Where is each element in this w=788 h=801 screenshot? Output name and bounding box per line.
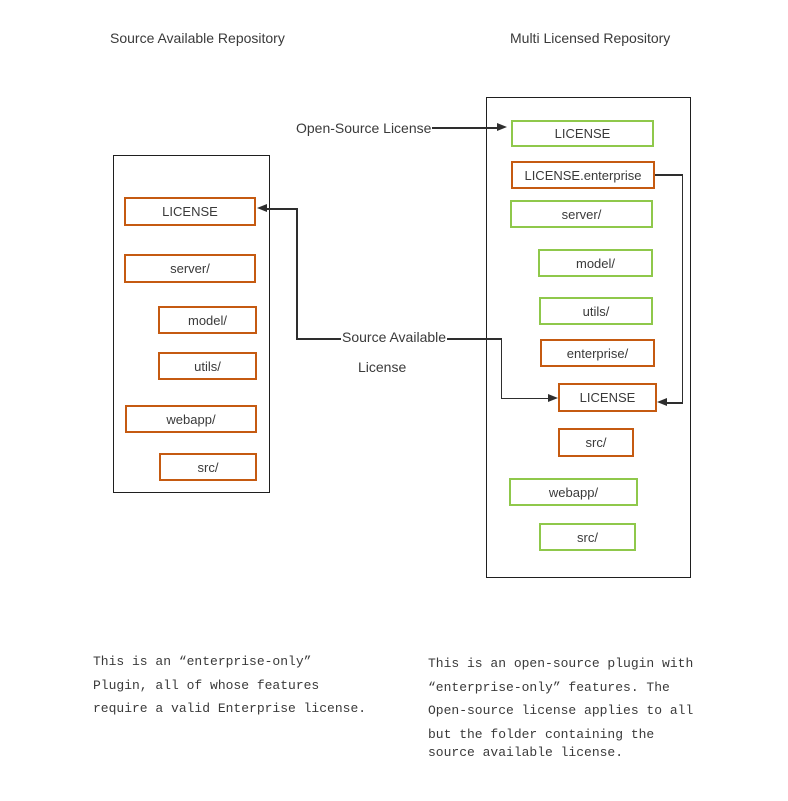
right-repo-title: Multi Licensed Repository [510, 30, 671, 46]
connector-line [296, 208, 298, 339]
folder-box-server: server/ [510, 200, 653, 228]
folder-label: src/ [585, 435, 607, 450]
arrowhead-left-icon [657, 398, 667, 406]
open-source-license-label: Open-Source License [296, 120, 432, 136]
folder-box-utils: utils/ [539, 297, 653, 325]
caption-line: “enterprise-only” features. The [428, 679, 670, 695]
arrowhead-right-icon [497, 123, 507, 131]
connector-line [447, 338, 502, 340]
folder-box-webapp: webapp/ [509, 478, 638, 506]
source-available-license-label-line2: License [358, 359, 407, 375]
caption-line: Open-source license applies to all [428, 703, 694, 718]
connector-line [500, 397, 549, 399]
folder-label: model/ [575, 255, 616, 271]
folder-label: utils/ [194, 358, 221, 374]
caption-line: This is an open-source plugin with [428, 656, 694, 671]
folder-box-src: src/ [539, 523, 636, 551]
caption-line: but the folder containing the [428, 726, 655, 742]
caption-line: This is an “enterprise-only” [93, 654, 312, 669]
folder-label: enterprise/ [566, 345, 629, 361]
folder-label: utils/ [582, 303, 610, 319]
arrowhead-right-icon [548, 393, 558, 402]
left-caption: This is an “enterprise-only” Plugin, all… [93, 650, 366, 721]
folder-label: LICENSE.enterprise [524, 167, 642, 183]
folder-label: LICENSE [579, 390, 636, 405]
folder-box-enterprise-src: src/ [558, 428, 634, 457]
folder-box-server: server/ [124, 254, 256, 283]
left-repo-title: Source Available Repository [110, 30, 285, 46]
connector-line [432, 127, 498, 129]
caption-line: source available license. [428, 745, 624, 760]
folder-label: server/ [170, 261, 210, 276]
connector-line [296, 338, 341, 340]
folder-box-license: LICENSE [124, 197, 256, 226]
connector-line [667, 402, 683, 404]
folder-box-enterprise-license: LICENSE [558, 383, 657, 412]
folder-box-webapp: webapp/ [125, 405, 257, 433]
source-available-license-label-line1: Source Available [342, 329, 447, 345]
folder-box-license-enterprise: LICENSE.enterprise [511, 161, 655, 189]
source-available-repo-box [113, 155, 270, 493]
folder-box-model: model/ [538, 249, 653, 277]
folder-box-utils: utils/ [158, 352, 257, 380]
folder-label: webapp/ [166, 411, 216, 427]
arrowhead-left-icon [257, 204, 267, 212]
multi-licensed-repo-box [486, 97, 691, 578]
folder-box-license-open: LICENSE [511, 120, 654, 147]
connector-line [500, 338, 502, 399]
folder-label: model/ [187, 312, 228, 328]
connector-line [655, 174, 683, 176]
folder-label: server/ [561, 206, 602, 222]
folder-label: src/ [197, 459, 219, 475]
connector-line [681, 174, 683, 403]
caption-line: require a valid Enterprise license. [93, 701, 367, 716]
folder-label: src/ [577, 529, 598, 545]
folder-box-enterprise: enterprise/ [540, 339, 655, 367]
connector-line [266, 208, 297, 210]
folder-box-src: src/ [159, 453, 257, 481]
folder-label: webapp/ [548, 484, 599, 500]
caption-line: Plugin, all of whose features [93, 677, 320, 693]
folder-box-model: model/ [158, 306, 257, 334]
right-caption: This is an open-source plugin with “ente… [428, 652, 693, 765]
folder-label: LICENSE [554, 126, 611, 141]
folder-label: LICENSE [162, 204, 218, 219]
